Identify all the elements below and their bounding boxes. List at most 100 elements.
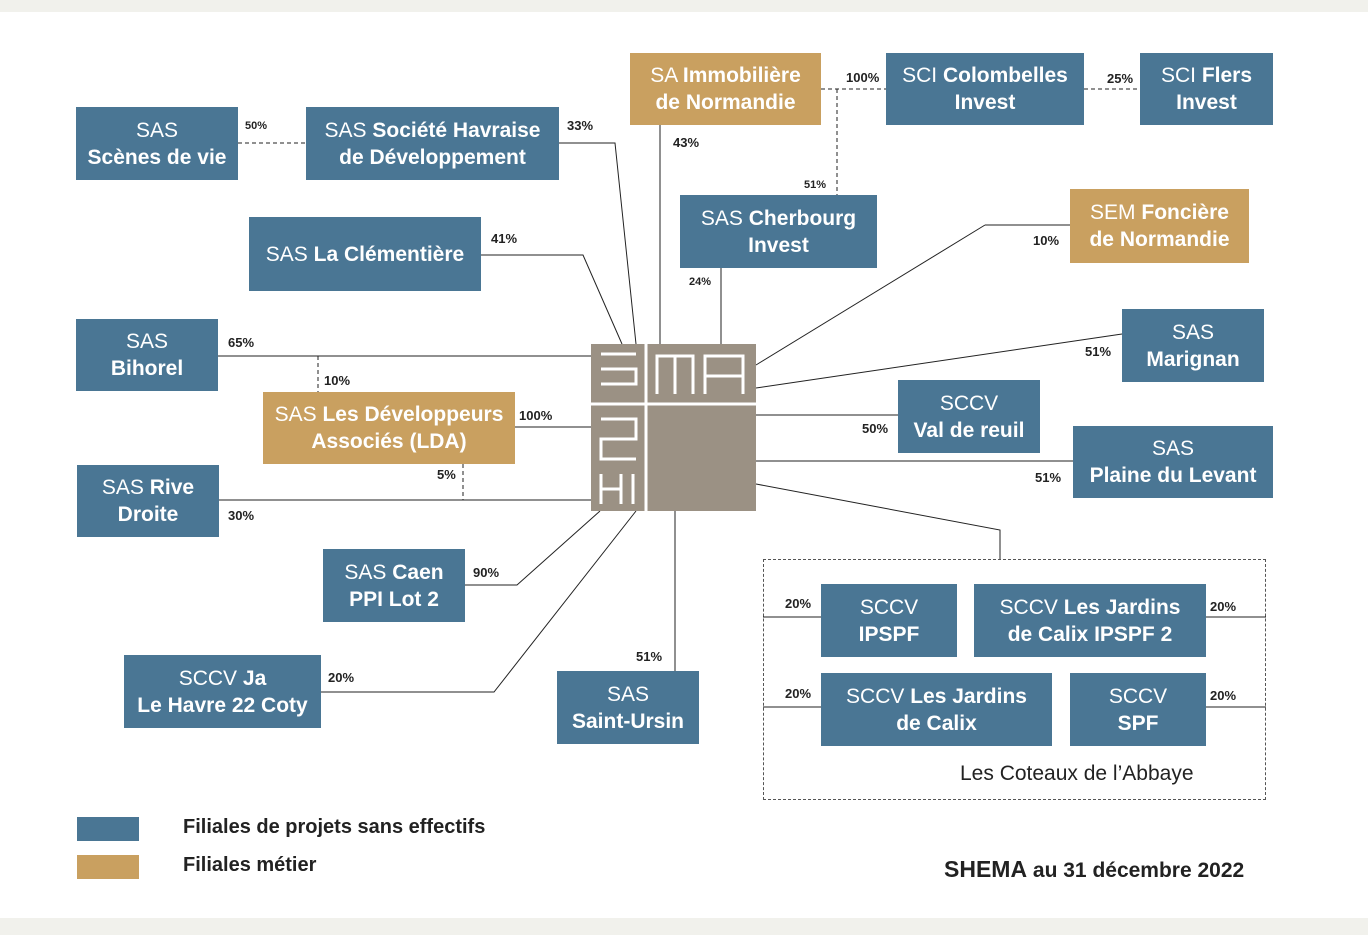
- legend-label-business: Filiales métier: [183, 854, 317, 876]
- pct-caen: 90%: [473, 565, 500, 580]
- entity-name-2: Invest: [748, 233, 809, 257]
- pct-calix-ipspf-2: 20%: [1210, 599, 1237, 614]
- entity-line-1: SCI Colombelles: [902, 62, 1068, 89]
- entity-name-2: Invest: [954, 91, 1016, 114]
- entity-name: Marignan: [1146, 347, 1240, 371]
- legend-swatch-project: [77, 817, 139, 841]
- entity-line-1: SCCV Les Jardins: [846, 683, 1027, 710]
- entity-line-1: SAS La Clémentière: [266, 241, 464, 268]
- entity-box-scenes-de-vie: SAS Scènes de vie: [76, 107, 238, 180]
- entity-box-fonciere-normandie: SEM Foncière de Normandie: [1070, 189, 1249, 263]
- entity-name-2: de Normandie: [1089, 228, 1230, 251]
- pct-clementiere: 41%: [491, 231, 518, 246]
- entity-prefix: SAS: [101, 476, 144, 499]
- entity-prefix: SAS: [606, 682, 650, 706]
- entity-prefix: SAS: [344, 560, 387, 584]
- entity-name: Cherbourg: [748, 206, 857, 230]
- entity-line-1: SCCV Ja: [179, 665, 267, 692]
- entity-prefix: SCI: [902, 64, 938, 87]
- pct-saint-ursin: 51%: [636, 649, 663, 664]
- entity-box-colombelles-invest: SCI Colombelles Invest: [886, 53, 1084, 125]
- entity-box-flers-invest: SCI Flers Invest: [1140, 53, 1273, 125]
- entity-box-rive-droite: SAS Rive Droite: [77, 465, 219, 537]
- entity-name: Les Jardins: [910, 684, 1027, 708]
- entity-name: Immobilière: [682, 64, 801, 87]
- pct-cherbourg-colombelles: 51%: [804, 179, 827, 191]
- pct-bihorel: 65%: [228, 335, 255, 350]
- pct-lda-rive: 5%: [437, 467, 456, 482]
- entity-name: Les Développeurs: [322, 403, 504, 426]
- entity-line-1: SAS Les Développeurs: [275, 401, 504, 428]
- entity-name: Rive: [149, 476, 195, 499]
- pct-colombelles: 100%: [846, 70, 880, 85]
- entity-name: Bihorel: [110, 357, 184, 380]
- entity-box-plaine-du-levant: SAS Plaine du Levant: [1073, 426, 1273, 498]
- pct-lda-bihorel: 10%: [324, 373, 351, 388]
- legend-label-project: Filiales de projets sans effectifs: [183, 816, 486, 838]
- pct-coty: 20%: [328, 670, 355, 685]
- pct-fonciere: 10%: [1033, 233, 1060, 248]
- entity-line-1: SAS Rive: [102, 474, 194, 501]
- entity-box-cherbourg-invest: SAS Cherbourg Invest: [680, 195, 877, 268]
- entity-prefix: SAS: [125, 330, 169, 353]
- entity-name-2: de Calix: [896, 711, 977, 735]
- entity-name: Les Jardins: [1063, 595, 1181, 619]
- entity-box-societe-havraise: SAS Société Havraise de Développement: [306, 107, 559, 180]
- entity-name: Scènes de vie: [87, 145, 227, 169]
- entity-name: Société Havraise: [372, 118, 541, 142]
- caption-rest: au 31 décembre 2022: [1032, 859, 1245, 882]
- pct-rive-droite: 30%: [228, 508, 255, 523]
- entity-line-1: SAS Société Havraise: [325, 117, 541, 144]
- entity-box-le-havre-22-coty: SCCV Ja Le Havre 22 Coty: [124, 655, 321, 728]
- pct-scenes-de-vie: 50%: [245, 120, 268, 132]
- pct-immobiliere: 43%: [673, 135, 700, 150]
- pct-ipspf: 20%: [785, 596, 812, 611]
- entity-name: Plaine du Levant: [1089, 464, 1257, 487]
- pct-cherbourg: 24%: [689, 276, 712, 288]
- entity-name: Val de reuil: [913, 418, 1025, 442]
- entity-name: Ja: [242, 666, 267, 690]
- pct-lda: 100%: [519, 408, 553, 423]
- entity-line-1: SCCV Les Jardins: [1000, 594, 1181, 621]
- entity-name: Caen: [392, 560, 444, 584]
- group-label: Les Coteaux de l’Abbaye: [960, 762, 1194, 785]
- entity-name: Foncière: [1141, 201, 1229, 224]
- entity-name: SPF: [1117, 711, 1159, 735]
- pct-val-de-reuil: 50%: [862, 421, 889, 436]
- pct-flers: 25%: [1107, 71, 1134, 86]
- entity-line-1: SEM Foncière: [1090, 199, 1229, 226]
- entity-prefix: SAS: [265, 242, 308, 266]
- entity-line-1: SA Immobilière: [650, 62, 801, 89]
- entity-box-caen-ppi-lot-2: SAS Caen PPI Lot 2: [323, 549, 465, 622]
- entity-prefix: SCCV: [859, 595, 919, 619]
- entity-prefix: SAS: [700, 206, 743, 230]
- diagram-caption: SHEMA au 31 décembre 2022: [944, 856, 1244, 883]
- entity-box-jardins-calix-ipspf-2: SCCV Les Jardins de Calix IPSPF 2: [974, 584, 1206, 657]
- entity-box-val-de-reuil: SCCV Val de reuil: [898, 380, 1040, 453]
- entity-name: La Clémentière: [313, 242, 465, 266]
- entity-name: IPSPF: [858, 622, 920, 646]
- entity-box-ipspf: SCCV IPSPF: [821, 584, 957, 657]
- entity-name: Flers: [1201, 64, 1253, 87]
- entity-name-2: de Normandie: [655, 91, 796, 114]
- entity-box-spf: SCCV SPF: [1070, 673, 1206, 746]
- pct-marignan: 51%: [1085, 344, 1112, 359]
- entity-box-saint-ursin: SAS Saint-Ursin: [557, 671, 699, 744]
- entity-box-jardins-calix: SCCV Les Jardins de Calix: [821, 673, 1052, 746]
- entity-name-2: PPI Lot 2: [349, 587, 439, 611]
- group-frame-coteaux: [763, 559, 1266, 800]
- entity-name-2: Invest: [1176, 91, 1237, 114]
- entity-prefix: SAS: [274, 403, 317, 426]
- entity-line-1: SAS Cherbourg: [701, 205, 856, 232]
- entity-name-2: de Développement: [339, 145, 526, 169]
- entity-line-1: SCI Flers: [1161, 62, 1252, 89]
- entity-prefix: SEM: [1090, 201, 1136, 224]
- entity-name-2: de Calix IPSPF 2: [1007, 622, 1173, 646]
- entity-prefix: SA: [650, 64, 678, 87]
- legend-swatch-business: [77, 855, 139, 879]
- entity-box-les-developpeurs-associes: SAS Les Développeurs Associés (LDA): [263, 392, 515, 464]
- entity-prefix: SCCV: [999, 595, 1058, 619]
- pct-calix: 20%: [785, 686, 812, 701]
- pct-societe-havraise: 33%: [567, 118, 594, 133]
